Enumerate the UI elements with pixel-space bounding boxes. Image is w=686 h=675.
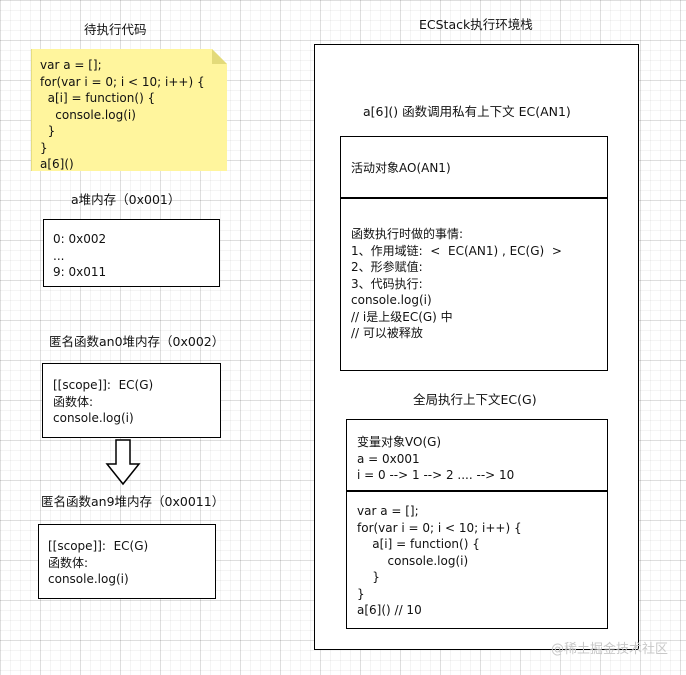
- text-line: 0: 0x002: [53, 232, 107, 246]
- code-note-title: 待执行代码: [84, 22, 147, 37]
- text-line: a = 0x001: [357, 451, 420, 466]
- text-line: a[6](): [40, 157, 74, 171]
- text-line: // 可以被释放: [351, 326, 423, 340]
- heap-an9-lines: [[scope]]: EC(G) 函数体: console.log(i): [48, 538, 148, 588]
- text-line: i = 0 --> 1 --> 2 .... --> 10: [357, 468, 515, 482]
- heap-an9-box: [38, 524, 216, 599]
- text-line: var a = [];: [40, 58, 102, 72]
- text-line: [[scope]]: EC(G): [53, 378, 154, 392]
- ecstack-title: ECStack执行环境栈: [419, 17, 533, 32]
- text-line: 9: 0x011: [53, 265, 107, 279]
- text-line: [[scope]]: EC(G): [48, 539, 149, 553]
- private-ec-box: [340, 136, 608, 371]
- text-line: for(var i = 0; i < 10; i++) {: [357, 520, 522, 535]
- private-ec-divider: [340, 197, 608, 199]
- global-ec-divider: [346, 490, 608, 492]
- text-line: a[6]() // 10: [357, 603, 422, 617]
- text-line: var a = [];: [357, 504, 419, 518]
- text-line: console.log(i): [351, 293, 432, 307]
- text-line: console.log(i): [357, 553, 469, 568]
- ao-label: 活动对象AO(AN1): [351, 161, 451, 175]
- text-line: for(var i = 0; i < 10; i++) {: [40, 74, 205, 89]
- text-line: }: [40, 124, 56, 138]
- note-folded-corner: [212, 49, 227, 64]
- heap-an9-title: 匿名函数an9堆内存（0x0011）: [41, 494, 225, 509]
- private-ec-lines: 函数执行时做的事情: 1、作用域链: < EC(AN1) , EC(G) > 2、形…: [351, 226, 562, 342]
- heap-an0-title: 匿名函数an0堆内存（0x002）: [49, 334, 225, 349]
- text-line: }: [357, 570, 380, 584]
- code-sticky-note: [31, 49, 227, 171]
- text-line: 函数体:: [48, 555, 89, 570]
- text-line: }: [357, 586, 365, 601]
- code-note-lines: var a = []; for(var i = 0; i < 10; i++) {…: [40, 57, 205, 173]
- global-ec-title: 全局执行上下文EC(G): [413, 392, 537, 407]
- heap-a-title: a堆内存（0x001）: [71, 192, 181, 207]
- global-code-lines: var a = []; for(var i = 0; i < 10; i++) {…: [357, 503, 522, 619]
- text-line: 3、代码执行:: [351, 276, 423, 291]
- vo-lines: 变量对象VO(G) a = 0x001 i = 0 --> 1 --> 2 ....…: [357, 434, 514, 484]
- text-line: a[i] = function() {: [357, 537, 480, 551]
- down-arrow-icon: [105, 439, 141, 486]
- global-ec-box: [346, 419, 608, 629]
- heap-a-box: [43, 219, 220, 287]
- heap-a-lines: 0: 0x002... 9: 0x011: [53, 231, 106, 281]
- text-line: 2、形参赋值:: [351, 260, 423, 274]
- text-line: a[i] = function() {: [40, 91, 156, 105]
- heap-an0-box: [42, 363, 221, 438]
- text-line: }: [40, 140, 48, 155]
- text-line: console.log(i): [40, 107, 136, 122]
- text-line: // i是上级EC(G) 中: [351, 309, 453, 324]
- text-line: 1、作用域链: < EC(AN1) , EC(G) >: [351, 243, 562, 258]
- text-line: 函数执行时做的事情:: [351, 227, 464, 241]
- private-ec-title: a[6]() 函数调用私有上下文 EC(AN1): [363, 104, 571, 119]
- text-line: ...: [53, 248, 65, 263]
- text-line: console.log(i): [48, 572, 129, 586]
- heap-an0-lines: [[scope]]: EC(G) 函数体: console.log(i): [53, 377, 153, 427]
- text-line: 变量对象VO(G): [357, 435, 442, 449]
- text-line: 函数体:: [53, 394, 94, 409]
- watermark: @稀土掘金技术社区: [550, 642, 668, 657]
- text-line: console.log(i): [53, 411, 134, 425]
